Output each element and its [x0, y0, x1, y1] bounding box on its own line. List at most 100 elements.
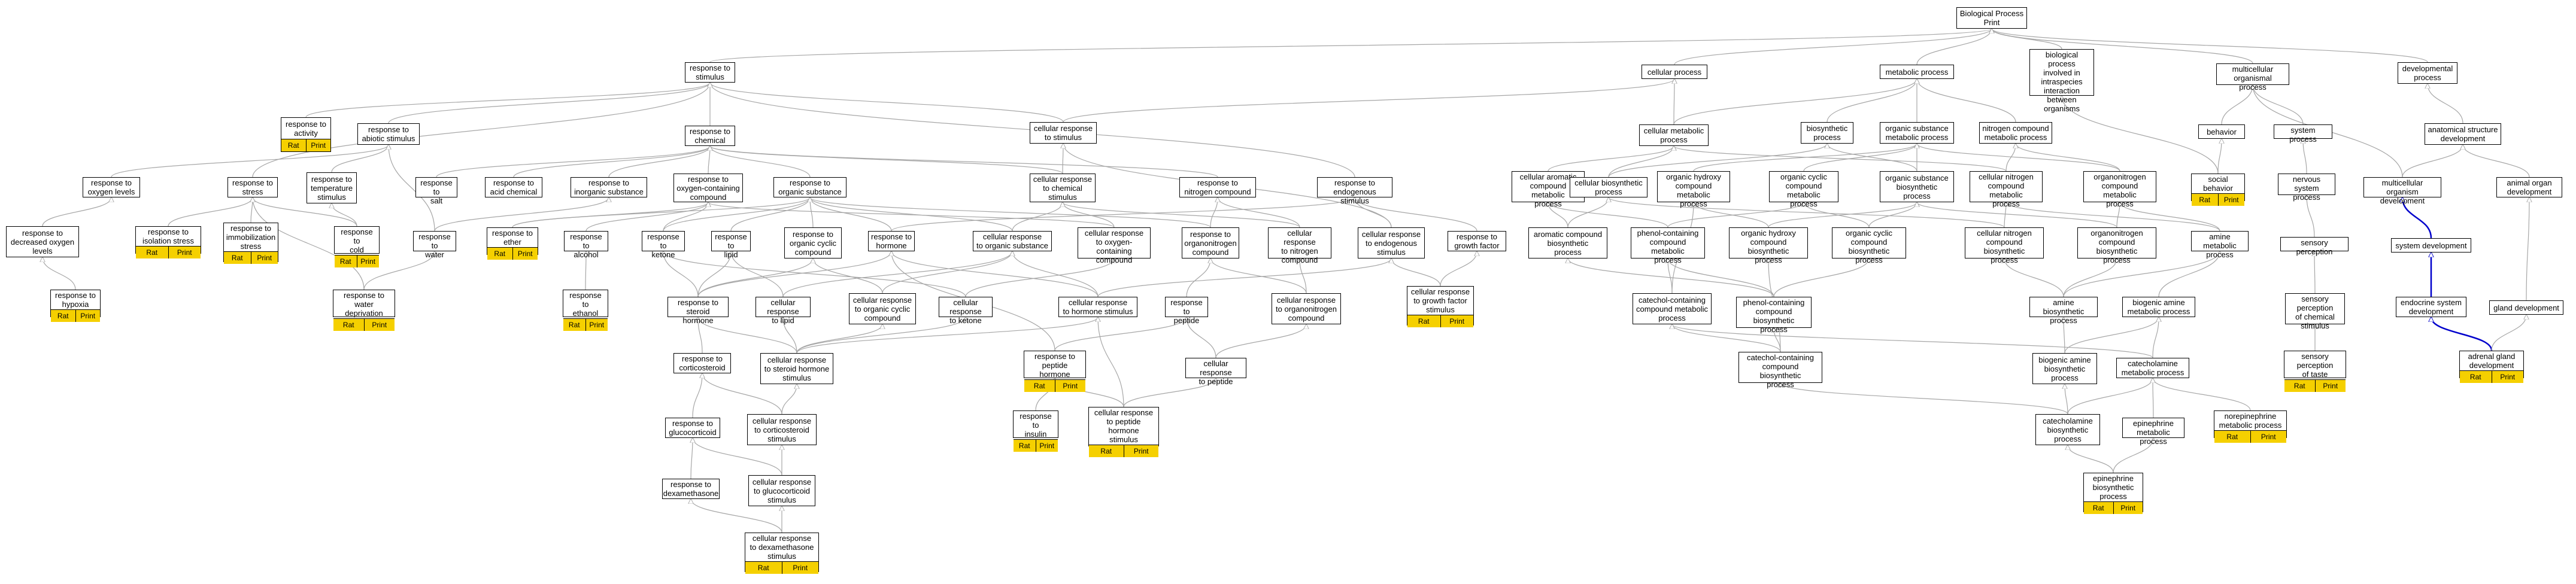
node-cellular-nitrogen-compound-biosynthetic-process[interactable]: cellular nitrogen compound biosynthetic … — [1965, 227, 2044, 264]
node-response-to-dexamethasone[interactable]: response to dexamethasone — [662, 479, 720, 499]
node-biological-process[interactable]: Biological Process Print — [1956, 7, 2027, 29]
node-organic-hydroxy-compound-metabolic-process[interactable]: organic hydroxy compound metabolic proce… — [1657, 171, 1730, 208]
node-cellular-nitrogen-compound-metabolic-process[interactable]: cellular nitrogen compound metabolic pro… — [1970, 171, 2043, 208]
node-metabolic-process[interactable]: metabolic process — [1880, 65, 1954, 79]
rat-badge[interactable]: Rat — [1089, 445, 1124, 457]
print-badge[interactable]: Print — [356, 256, 379, 267]
node-catechol-containing-compound-biosynthetic-process[interactable]: catechol-containing compound biosyntheti… — [1738, 352, 1822, 389]
node-biogenic-amine-metabolic-process[interactable]: biogenic amine metabolic process — [2122, 297, 2195, 317]
node-response-to-abiotic-stimulus[interactable]: response to abiotic stimulus — [357, 123, 420, 145]
print-badge[interactable]: Print — [1035, 440, 1058, 452]
print-badge[interactable]: Print — [305, 139, 330, 151]
print-badge[interactable]: Print — [168, 247, 201, 258]
node-cellular-response-to-stimulus[interactable]: cellular response to stimulus — [1030, 122, 1097, 144]
node-epinephrine-metabolic-process[interactable]: epinephrine metabolic process — [2122, 418, 2184, 446]
node-response-to-nitrogen-compound[interactable]: response to nitrogen compound — [1179, 177, 1256, 197]
node-response-to-salt[interactable]: response to salt — [415, 177, 457, 205]
rat-badge[interactable]: Rat — [745, 562, 782, 574]
node-multicellular-organismal-process[interactable]: multicellular organismal process — [2216, 63, 2289, 92]
rat-badge[interactable]: Rat — [2284, 380, 2315, 392]
node-response-to-alcohol[interactable]: response to alcohol — [564, 231, 608, 259]
node-cellular-response-to-chemical-stimulus[interactable]: cellular response to chemical stimulus — [1030, 174, 1096, 202]
rat-badge[interactable]: Rat — [2214, 431, 2250, 443]
node-organic-substance-biosynthetic-process[interactable]: organic substance biosynthetic process — [1880, 171, 1954, 202]
node-organic-cyclic-compound-metabolic-process[interactable]: organic cyclic compound metabolic proces… — [1769, 171, 1838, 208]
node-catecholamine-biosynthetic-process[interactable]: catecholamine biosynthetic process — [2035, 414, 2100, 445]
node-response-to-organonitrogen-compound[interactable]: response to organonitrogen compound — [1182, 227, 1239, 258]
node-cellular-response-to-steroid-hormone-stimulus[interactable]: cellular response to steroid hormone sti… — [760, 353, 833, 384]
print-badge[interactable]: Print — [2491, 371, 2523, 383]
node-system-development[interactable]: system development — [2391, 238, 2471, 253]
node-response-to-steroid-hormone[interactable]: response to steroid hormone — [667, 297, 729, 325]
node-phenol-containing-compound-metabolic-process[interactable]: phenol-containing compound metabolic pro… — [1631, 227, 1705, 264]
node-response-to-peptide[interactable]: response to peptide — [1165, 297, 1208, 325]
node-nitrogen-compound-metabolic-process[interactable]: nitrogen compound metabolic process — [1979, 122, 2052, 144]
print-badge[interactable]: Print — [781, 562, 818, 574]
node-response-to-hormone[interactable]: response to hormone — [868, 231, 915, 251]
node-organic-cyclic-compound-biosynthetic-process[interactable]: organic cyclic compound biosynthetic pro… — [1832, 227, 1906, 264]
rat-badge[interactable]: Rat — [1407, 315, 1440, 327]
print-badge[interactable]: Print — [2250, 431, 2286, 443]
node-response-to-stress[interactable]: response to stress — [227, 177, 278, 197]
node-cellular-response-to-dexamethasone-stimulus[interactable]: cellular response to dexamethasone stimu… — [745, 533, 819, 574]
node-developmental-process[interactable]: developmental process — [2398, 62, 2457, 84]
rat-badge[interactable]: Rat — [2460, 371, 2492, 383]
node-cellular-response-to-corticosteroid-stimulus[interactable]: cellular response to corticosteroid stim… — [747, 414, 817, 445]
node-cellular-response-to-oxygen-containing-compound[interactable]: cellular response to oxygen-containing c… — [1078, 227, 1151, 264]
node-animal-organ-development[interactable]: animal organ development — [2496, 177, 2562, 197]
node-amine-metabolic-process[interactable]: amine metabolic process — [2191, 231, 2249, 259]
node-cellular-response-to-ketone[interactable]: cellular response to ketone — [939, 297, 993, 325]
print-badge[interactable]: Print — [512, 248, 538, 260]
node-cellular-response-to-hormone-stimulus[interactable]: cellular response to hormone stimulus — [1058, 297, 1137, 317]
node-organonitrogen-compound-biosynthetic-process[interactable]: organonitrogen compound biosynthetic pro… — [2077, 227, 2156, 264]
node-nervous-system-process[interactable]: nervous system process — [2278, 174, 2335, 202]
node-response-to-temperature-stimulus[interactable]: response to temperature stimulus — [307, 172, 357, 203]
node-response-to-oxygen-containing-compound[interactable]: response to oxygen-containing compound — [673, 174, 743, 202]
print-badge[interactable]: Print — [250, 252, 278, 264]
node-amine-biosynthetic-process[interactable]: amine biosynthetic process — [2029, 297, 2098, 325]
node-cellular-response-to-organonitrogen-compound[interactable]: cellular response to organonitrogen comp… — [1272, 293, 1341, 324]
node-response-to-inorganic-substance[interactable]: response to inorganic substance — [571, 177, 647, 197]
node-response-to-ketone[interactable]: response to ketone — [642, 231, 685, 259]
rat-badge[interactable]: Rat — [1024, 380, 1055, 392]
rat-badge[interactable]: Rat — [51, 310, 75, 322]
rat-badge[interactable]: Rat — [335, 256, 357, 267]
node-response-to-growth-factor[interactable]: response to growth factor — [1448, 231, 1506, 251]
node-response-to-oxygen-levels[interactable]: response to oxygen levels — [83, 177, 140, 197]
node-anatomical-structure-development[interactable]: anatomical structure development — [2425, 123, 2501, 145]
node-cellular-response-to-glucocorticoid-stimulus[interactable]: cellular response to glucocorticoid stim… — [748, 475, 815, 506]
node-cellular-process[interactable]: cellular process — [1642, 65, 1707, 79]
rat-badge[interactable]: Rat — [224, 252, 251, 264]
node-cellular-response-to-organic-substance[interactable]: cellular response to organic substance — [973, 231, 1052, 251]
rat-badge[interactable]: Rat — [2192, 194, 2218, 206]
node-response-to-glucocorticoid[interactable]: response to glucocorticoid — [665, 418, 720, 438]
node-cellular-response-to-peptide-hormone-stimulus[interactable]: cellular response to peptide hormone sti… — [1088, 407, 1159, 457]
rat-badge[interactable]: Rat — [487, 248, 512, 260]
node-behavior[interactable]: behavior — [2198, 124, 2245, 139]
node-response-to-organic-substance[interactable]: response to organic substance — [773, 177, 846, 197]
print-badge[interactable]: Print — [585, 319, 608, 331]
node-sensory-perception[interactable]: sensory perception — [2280, 237, 2349, 256]
node-catechol-containing-compound-metabolic-process[interactable]: catechol-containing compound metabolic p… — [1633, 293, 1712, 324]
node-gland-development[interactable]: gland development — [2489, 300, 2563, 315]
node-endocrine-system-development[interactable]: endocrine system development — [2396, 297, 2466, 317]
node-cellular-response-to-growth-factor-stimulus[interactable]: cellular response to growth factor stimu… — [1407, 286, 1474, 327]
node-response-to-endogenous-stimulus[interactable]: response to endogenous stimulus — [1317, 177, 1392, 205]
node-response-to-water[interactable]: response to water — [413, 231, 456, 259]
node-phenol-containing-compound-biosynthetic-process[interactable]: phenol-containing compound biosynthetic … — [1736, 297, 1812, 334]
node-response-to-corticosteroid[interactable]: response to corticosteroid — [673, 353, 731, 373]
node-response-to-organic-cyclic-compound[interactable]: response to organic cyclic compound — [784, 227, 842, 258]
print-badge[interactable]: Print — [2314, 380, 2346, 392]
